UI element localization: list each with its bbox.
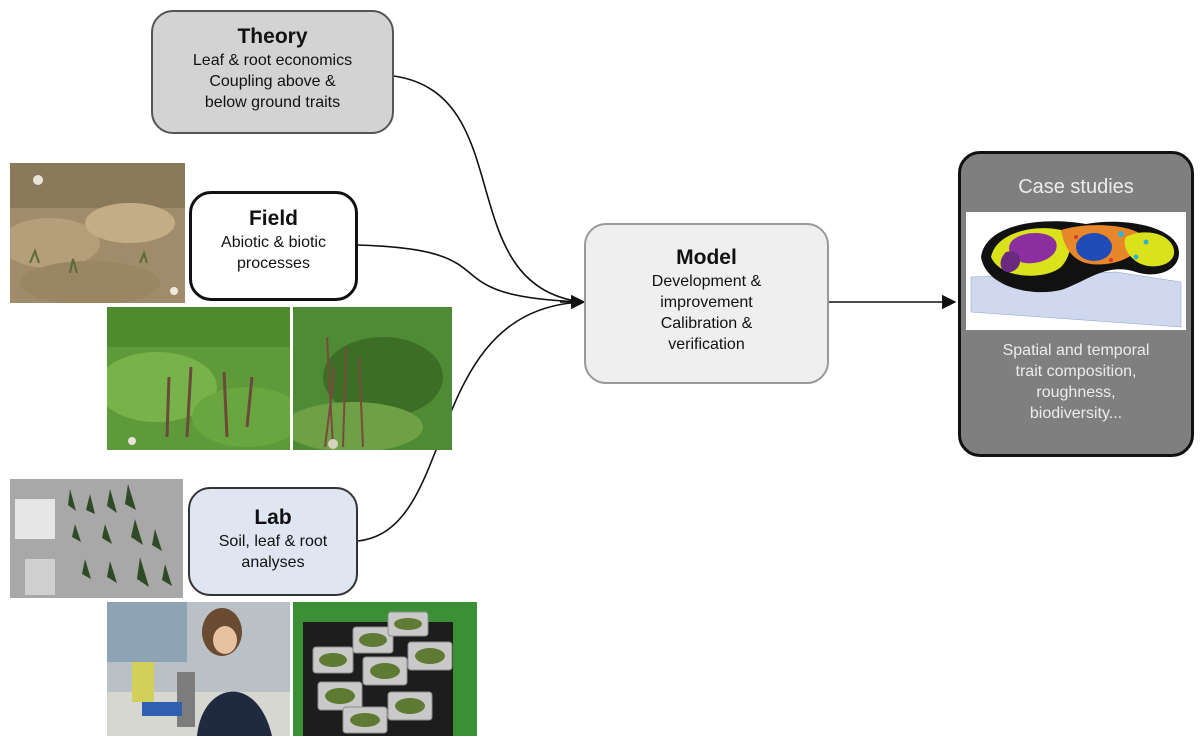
model-line-3: Calibration & bbox=[660, 315, 753, 332]
case-studies-line-2: trait composition, bbox=[1015, 363, 1137, 380]
field-box: Field Abiotic & biotic processes bbox=[189, 191, 358, 301]
field-photo-grassland bbox=[107, 307, 290, 450]
theory-line-3: below ground traits bbox=[204, 94, 341, 111]
lab-photo-researcher bbox=[107, 602, 290, 736]
case-studies-title: Case studies bbox=[1018, 176, 1134, 198]
theory-title: Theory bbox=[237, 25, 308, 48]
model-box: Model Development & improvement Calibrat… bbox=[584, 223, 829, 384]
field-photo-bare-soil bbox=[10, 163, 185, 303]
field-line-1: Abiotic & biotic bbox=[221, 234, 326, 251]
case-studies-line-3: roughness, bbox=[1036, 384, 1116, 401]
field-line-2: processes bbox=[237, 255, 310, 272]
model-line-2: improvement bbox=[660, 294, 753, 311]
lab-title: Lab bbox=[254, 506, 292, 529]
theory-box: Theory Leaf & root economics Coupling ab… bbox=[151, 10, 394, 134]
model-line-1: Development & bbox=[651, 273, 762, 290]
model-line-4: verification bbox=[668, 336, 745, 353]
lab-box: Lab Soil, leaf & root analyses bbox=[188, 487, 358, 596]
theory-line-2: Coupling above & bbox=[209, 73, 336, 90]
lab-line-2: analyses bbox=[241, 554, 305, 571]
field-photo-weeds bbox=[293, 307, 452, 450]
field-title: Field bbox=[248, 207, 298, 230]
model-title: Model bbox=[676, 246, 737, 269]
theory-line-1: Leaf & root economics bbox=[192, 52, 353, 69]
field-to-model-connector bbox=[357, 244, 583, 303]
case-studies-trait-map bbox=[966, 212, 1186, 330]
case-studies-line-1: Spatial and temporal bbox=[1002, 342, 1150, 359]
lab-line-1: Soil, leaf & root bbox=[218, 533, 328, 550]
lab-photo-leaf-samples bbox=[10, 479, 183, 598]
lab-photo-sample-trays bbox=[293, 602, 477, 736]
case-studies-line-4: biodiversity... bbox=[1029, 405, 1123, 422]
case-studies-box: Case studies Spatial and temporal trait … bbox=[958, 151, 1194, 457]
theory-to-model-connector bbox=[393, 75, 583, 303]
